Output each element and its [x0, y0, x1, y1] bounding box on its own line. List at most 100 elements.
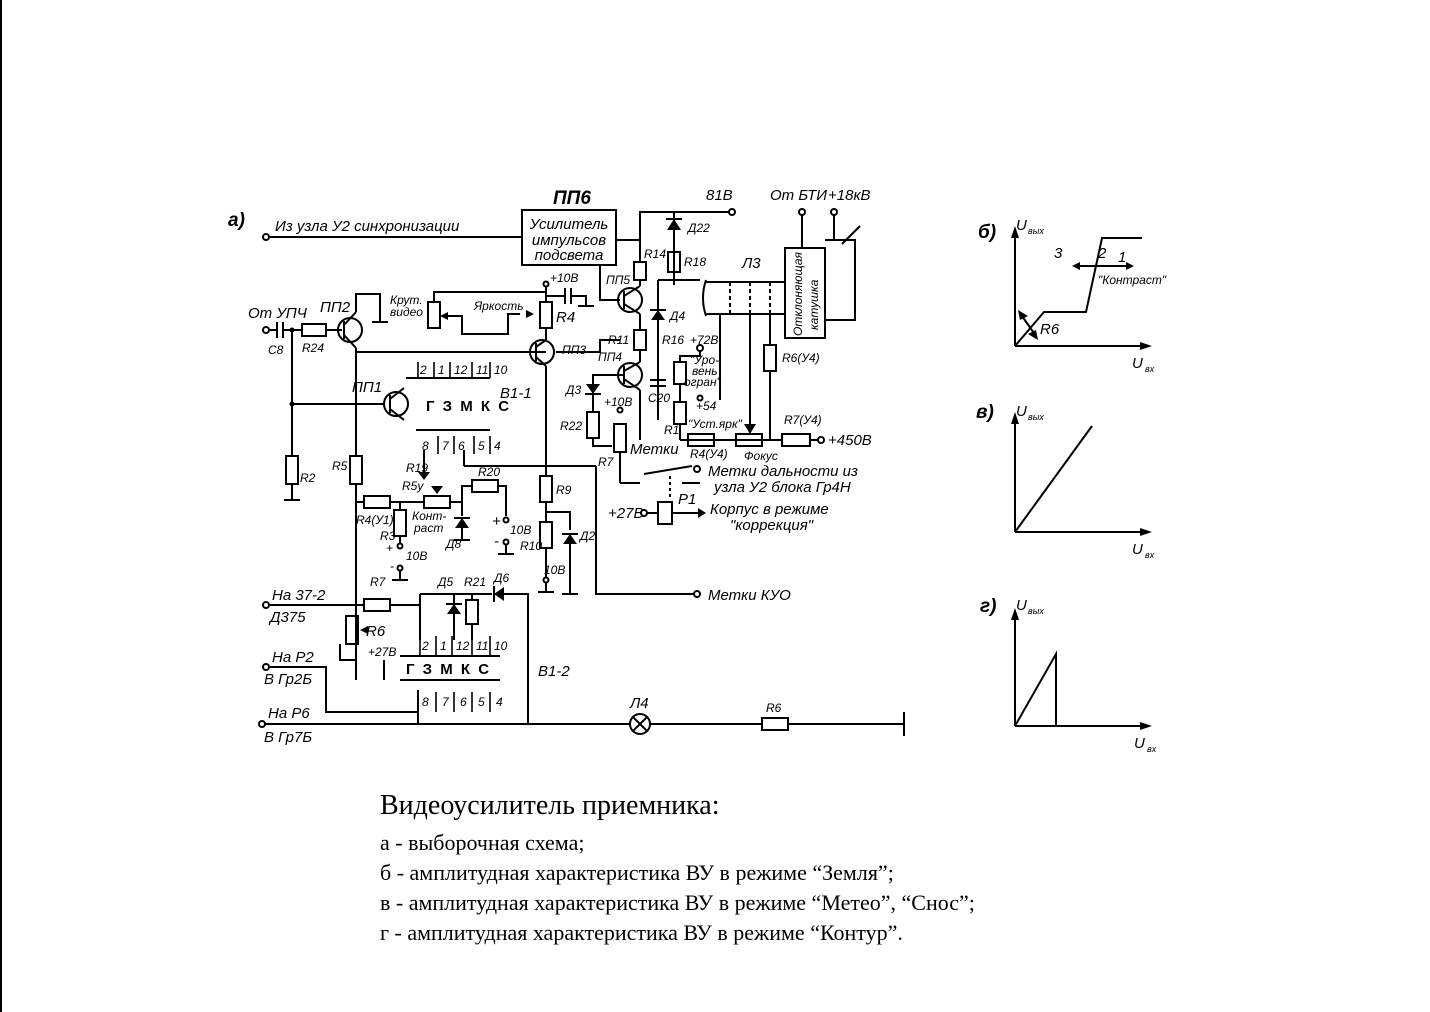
label-r20: R20 [478, 465, 500, 479]
terminal [616, 406, 624, 414]
label-d6: Д6 [492, 571, 509, 585]
label-plus27a: +27В [608, 505, 643, 522]
terminal [396, 564, 404, 572]
switch-b1-2-label: Г З М К С [406, 661, 491, 678]
pin-top1-1: 1 [438, 363, 445, 377]
pin-bot1-1: 7 [442, 439, 450, 453]
label-na-37-2: На 37-2 [272, 587, 326, 604]
wire [623, 285, 641, 297]
label-plus-a: + [386, 541, 393, 555]
label-krut-1: Крут. [390, 293, 423, 307]
wire [504, 593, 529, 724]
label-pp1: ПП1 [352, 379, 382, 396]
pp6-block [521, 209, 617, 266]
label-d8: Д8 [444, 537, 461, 551]
label-sync-input: Из узла У2 синхронизации [275, 218, 460, 235]
switch-b1-1-label: Г З М К С [426, 398, 511, 415]
caption-line-g: г - амплитудная характеристика ВУ в режи… [380, 920, 903, 945]
label-r5u: R5у [402, 479, 424, 493]
resistor-r21 [465, 599, 479, 625]
label-d3: Д3 [564, 383, 581, 397]
panel-label-a: а) [228, 210, 245, 231]
arrow [744, 424, 756, 434]
arrow [360, 626, 368, 634]
wire [535, 339, 547, 348]
label-korpus-1: Корпус в режиме [710, 501, 829, 518]
potentiometer-r6 [345, 615, 359, 645]
arrow [1140, 722, 1152, 730]
label-r10: R10 [520, 539, 542, 553]
terminal [798, 208, 806, 216]
terminal [696, 344, 704, 352]
panel-label-b: б) [978, 222, 996, 243]
arrow [526, 310, 534, 318]
label-b1-2: В1-2 [538, 663, 570, 680]
label-plus-b: + [492, 513, 501, 530]
graph-b-n2: 2 [1097, 245, 1107, 262]
resistor-r14 [633, 261, 647, 281]
terminal [258, 720, 266, 728]
label-v-gr7b: В Гр7Б [264, 729, 312, 746]
arrow [1072, 262, 1080, 270]
label-r7b: R7 [370, 575, 387, 589]
label-pp3: ПП3 [562, 343, 586, 357]
label-metki-dal-1: Метки дальности из [708, 463, 858, 480]
transistor-pp5 [617, 287, 643, 313]
coil-line2: катушка [807, 279, 821, 330]
terminal [696, 394, 704, 402]
label-r2: R2 [300, 471, 316, 485]
arrow [1011, 226, 1019, 238]
wire [355, 293, 381, 322]
label-korpus-2: "коррекция" [730, 517, 814, 534]
pp6-line2: импульсов [532, 232, 606, 249]
wire [623, 378, 641, 391]
resistor-r6b [761, 717, 789, 731]
terminal [262, 663, 270, 671]
terminal [728, 208, 736, 216]
wire [535, 356, 547, 367]
label-plus10a: +10В [550, 271, 578, 285]
label-r21: R21 [464, 575, 486, 589]
pin-bot1-4: 4 [494, 439, 501, 453]
arrow [418, 472, 430, 480]
deflecting-coil [784, 247, 826, 339]
wire [389, 387, 405, 400]
pin-bot2-1: 7 [442, 695, 450, 709]
pp6-line3: подсвета [535, 247, 604, 264]
pin-bot2-3: 5 [478, 695, 485, 709]
resistor-r22 [586, 411, 600, 439]
pin-bot2-2: 6 [460, 695, 467, 709]
pin-top2-1: 1 [440, 639, 447, 653]
label-focus: Фокус [744, 449, 778, 463]
wire [639, 211, 729, 262]
wire [498, 485, 507, 516]
graph-b-n1: 1 [1118, 249, 1126, 266]
label-from-upch: От УПЧ [248, 305, 308, 322]
wire [841, 225, 861, 245]
pp6-line1: Усилитель [529, 216, 609, 233]
label-plus27b: +27В [368, 645, 396, 659]
potentiometer-focus [735, 433, 763, 447]
graph-v-uin: U [1132, 541, 1143, 558]
resistor-r24 [301, 323, 327, 337]
label-r18: R18 [684, 255, 706, 269]
pp6-title: ПП6 [553, 188, 591, 209]
wire [556, 339, 620, 353]
arrow [1011, 608, 1019, 620]
label-r22: R22 [560, 419, 582, 433]
pin-top1-3: 11 [476, 363, 488, 377]
arrow [1018, 310, 1028, 320]
arrow [1126, 262, 1134, 270]
wire [616, 239, 641, 262]
diode-d8 [455, 518, 469, 528]
label-r24: R24 [302, 341, 324, 355]
lamp-l4 [632, 716, 648, 732]
label-kontrast-2: раст [413, 521, 443, 535]
graph-b-r6: R6 [1040, 321, 1060, 338]
label-level-2: вень [692, 364, 718, 378]
label-minus-a: - [390, 559, 394, 573]
label-d22: Д22 [686, 221, 710, 235]
label-d4: Д4 [668, 309, 685, 323]
label-metki-dal-2: узла У2 блока Гр4Н [713, 479, 851, 496]
label-r4u4: R4(У4) [690, 447, 728, 461]
